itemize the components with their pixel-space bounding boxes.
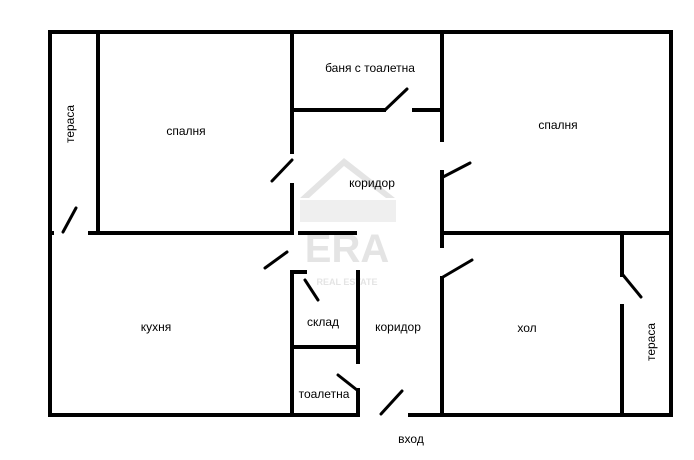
label-bedroom-left: спалня	[166, 124, 205, 138]
outer-walls	[48, 30, 673, 417]
label-corridor-lower: коридор	[375, 320, 421, 334]
label-living-room: хол	[517, 321, 536, 335]
label-entrance: вход	[398, 432, 424, 446]
watermark-tagline: REAL ESTATE	[316, 277, 377, 287]
label-terrace-left: тераса	[63, 105, 77, 143]
watermark-wall	[300, 200, 396, 222]
door-kitchen	[263, 250, 289, 270]
label-kitchen: кухня	[141, 320, 172, 334]
label-storage: склад	[307, 315, 339, 329]
door-toilet	[336, 373, 359, 392]
room-labels: тераса спалня баня с тоалетна спалня кор…	[63, 61, 658, 446]
door-entrance	[379, 389, 404, 416]
doors	[61, 87, 643, 416]
door-storage	[303, 278, 320, 302]
door-left-terrace	[61, 206, 78, 234]
door-bedroom-right	[441, 161, 472, 179]
door-bedroom-left	[270, 158, 294, 183]
interior-walls	[48, 30, 673, 417]
label-toilet: тоалетна	[299, 387, 350, 401]
label-bathroom: баня с тоалетна	[325, 61, 415, 75]
label-terrace-right: тераса	[644, 323, 658, 361]
label-corridor-upper: коридор	[349, 176, 395, 190]
watermark-roof-icon	[300, 158, 395, 198]
door-right-terrace	[621, 273, 643, 299]
label-bedroom-right: спалня	[538, 118, 577, 132]
watermark-logo: ERA REAL ESTATE	[300, 158, 396, 287]
door-living	[441, 258, 474, 279]
door-bathroom	[383, 87, 409, 112]
